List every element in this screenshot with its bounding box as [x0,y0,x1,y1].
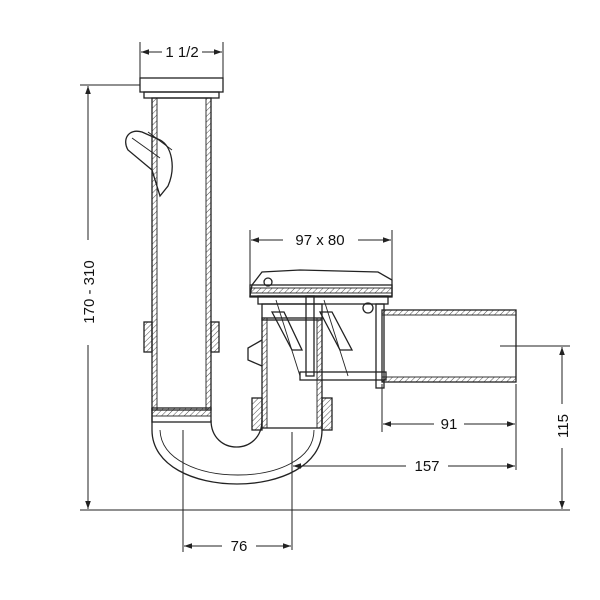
dimension-outlet-height: 115 [500,345,572,509]
dimension-label-pipe-diameter: 1 1/2 [165,44,198,61]
overflow-elbow [125,130,173,198]
dimension-label-flange-size: 97 x 80 [295,232,344,249]
outlet-pipe [375,303,517,389]
riser-pipe [247,317,333,431]
dimension-label-trap-width: 76 [231,538,248,555]
dimension-label-outlet-height: 115 [555,414,572,438]
dimension-pipe-diameter: 1 1/2 [139,42,224,78]
u-bend [151,407,323,485]
dimension-label-height-range: 170 - 310 [81,260,98,323]
dimension-label-outlet-length: 91 [441,416,458,433]
dimension-flange-size: 97 x 80 [249,230,393,286]
valve-housing [249,269,393,381]
inlet-pipe [139,77,224,411]
dimension-trap-width: 76 [182,430,291,555]
dimension-height-range: 170 - 310 [80,84,140,509]
dimension-label-total-offset: 157 [414,458,439,475]
dimension-total-offset: 157 [291,432,515,550]
dimension-outlet-length: 91 [381,384,517,470]
